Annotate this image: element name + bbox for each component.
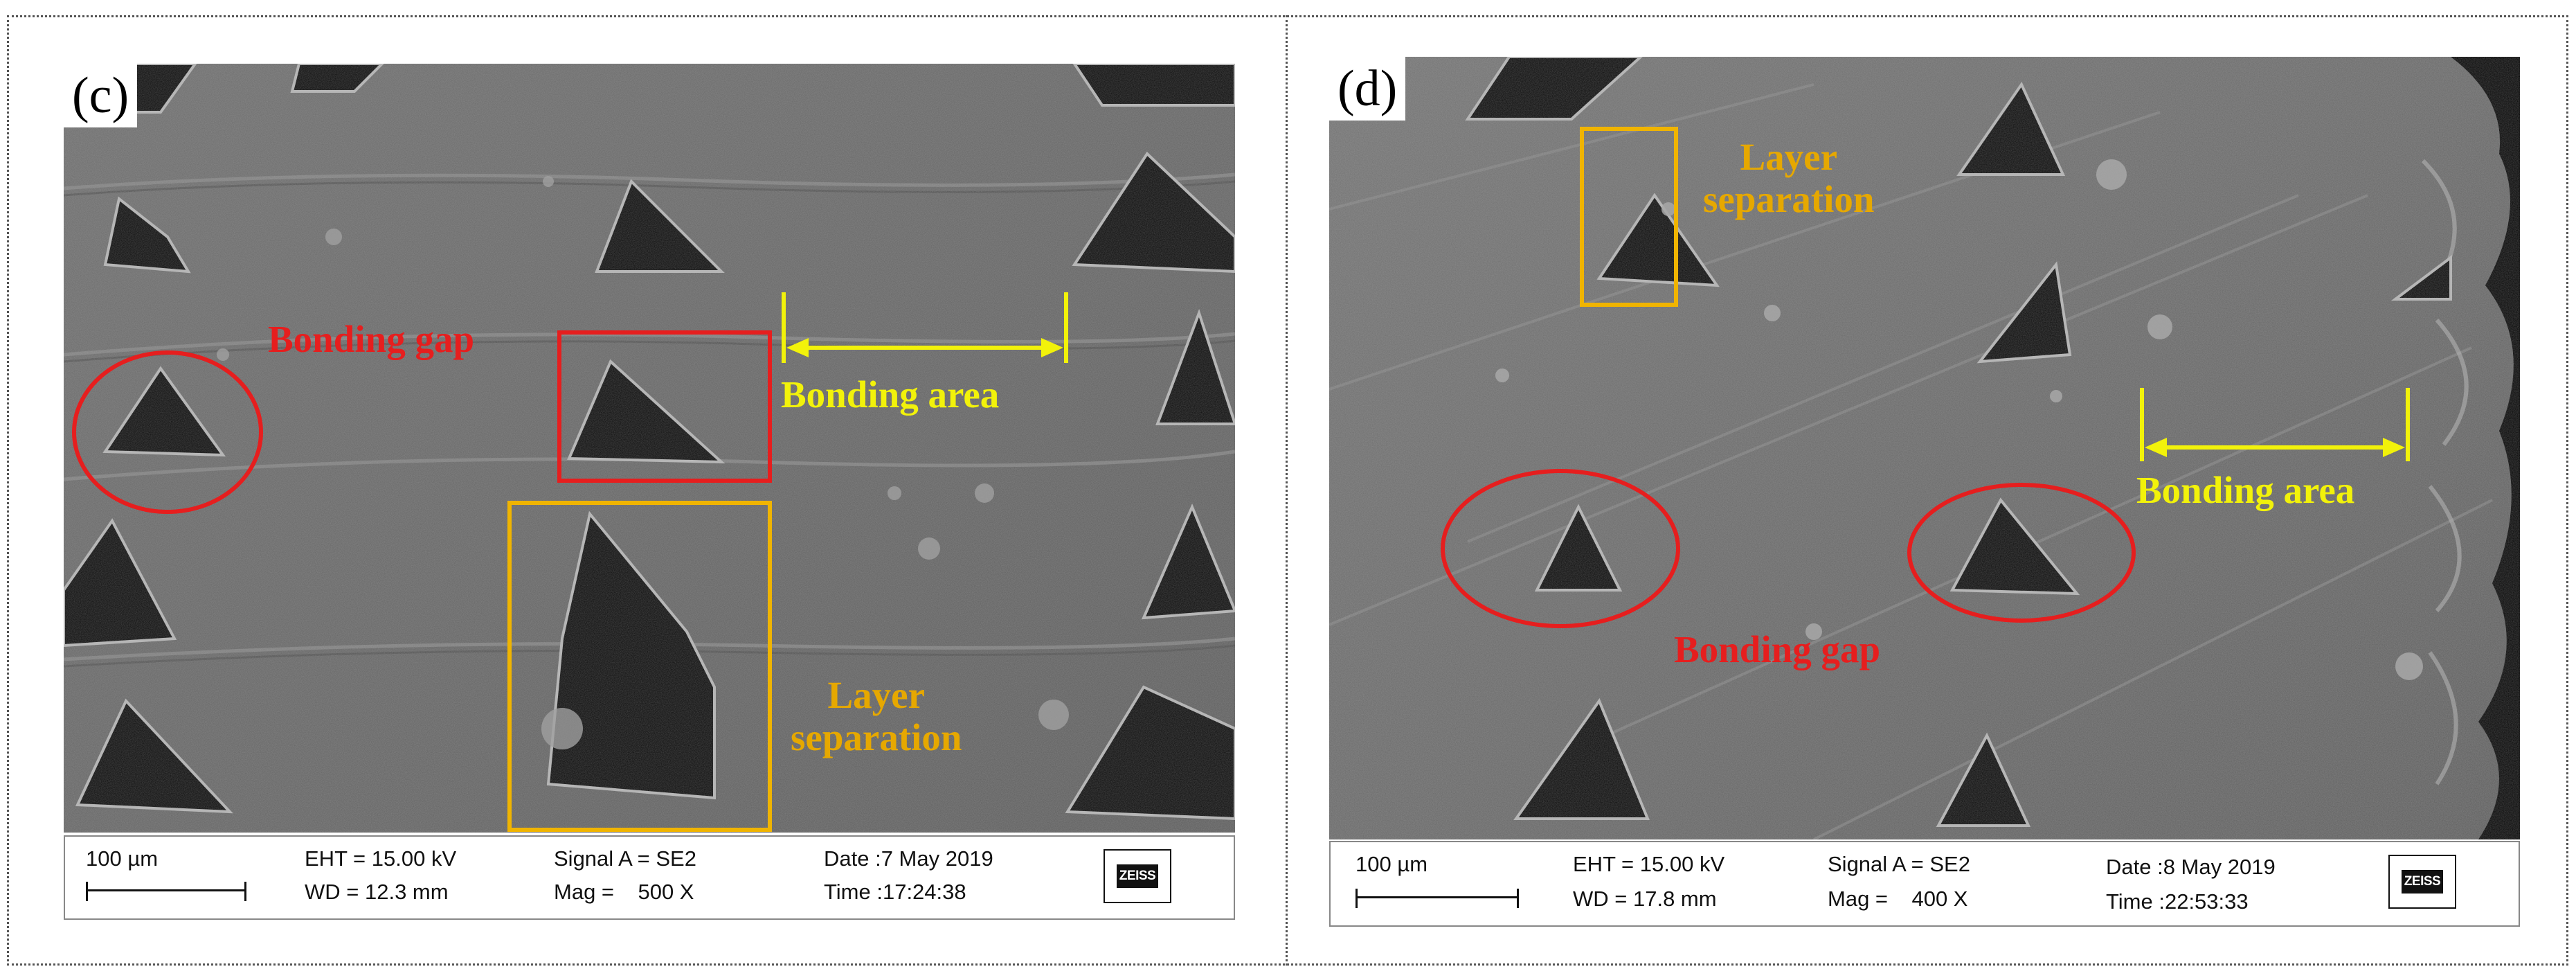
time-value: Time :17:24:38 [824,880,966,904]
sem-micrograph-d [1329,57,2520,839]
bonding-gap-circle-left [1441,469,1680,628]
wd-value: WD = 17.8 mm [1573,887,1717,911]
zeiss-logo: ZEISS [2388,855,2456,909]
panel-label-d: (d) [1329,57,1406,121]
signal-value: Signal A = SE2 [1828,852,1970,876]
eht-value: EHT = 15.00 kV [305,846,457,871]
wd-value: WD = 12.3 mm [305,880,449,904]
date-value: Date :7 May 2019 [824,846,993,871]
bonding-gap-box [557,330,772,483]
bonding-gap-circle [72,350,263,514]
layer-separation-line2: separation [791,715,962,758]
bonding-gap-label-c: Bonding gap [268,318,475,360]
sem-micrograph-c [64,64,1235,833]
layer-separation-line1: Layer [1740,136,1837,178]
scale-bar [86,882,246,901]
panel-divider [1286,15,1288,966]
mag-value: Mag = 500 X [554,880,694,904]
eht-value: EHT = 15.00 kV [1573,852,1725,876]
panel-c: (c) Bonding gap Bonding area Layer separ… [64,64,1235,920]
layer-separation-line1: Layer [827,674,925,716]
scale-bar [1355,889,1519,908]
layer-separation-box [1580,127,1678,307]
bonding-area-arrow [782,292,1068,363]
layer-separation-box [507,501,772,832]
time-value: Time :22:53:33 [2106,889,2249,914]
scale-label: 100 µm [86,846,159,871]
layer-separation-label-d: Layer separation [1703,136,1875,220]
sem-info-bar-d: 100 µm EHT = 15.00 kV WD = 17.8 mm Signa… [1329,841,2520,927]
date-value: Date :8 May 2019 [2106,855,2276,879]
layer-separation-label-c: Layer separation [791,674,962,758]
bonding-area-arrow [2140,388,2410,461]
panel-label-c: (c) [64,64,138,127]
bonding-area-label-c: Bonding area [781,373,1000,416]
bonding-gap-circle-right [1907,483,2136,623]
layer-separation-line2: separation [1703,177,1875,220]
figure-border [7,15,2568,966]
mag-value: Mag = 400 X [1828,887,1968,911]
zeiss-logo: ZEISS [1104,849,1171,903]
signal-value: Signal A = SE2 [554,846,696,871]
bonding-gap-label-d: Bonding gap [1674,628,1881,670]
bonding-area-label-d: Bonding area [2136,469,2355,511]
scale-label: 100 µm [1355,852,1428,876]
panel-d: (d) Layer separation Bonding area Bondin… [1329,57,2520,927]
sem-info-bar-c: 100 µm EHT = 15.00 kV WD = 12.3 mm Signa… [64,835,1235,920]
